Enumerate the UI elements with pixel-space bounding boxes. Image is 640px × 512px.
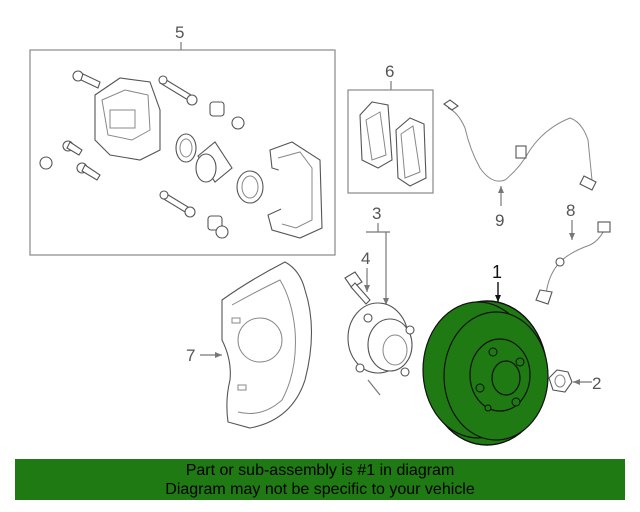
- caliper-assembly-group: 5: [29, 23, 336, 256]
- callout-7: 7: [186, 346, 195, 365]
- banner-line-1: Part or sub-assembly is #1 in diagram: [185, 462, 455, 479]
- banner-line-2: Diagram may not be specific to your vehi…: [165, 481, 475, 498]
- fitment-banner: Part or sub-assembly is #1 in diagram Di…: [15, 459, 625, 500]
- callout-4: 4: [361, 249, 370, 268]
- callout-9: 9: [495, 211, 504, 230]
- abs-sensor-group: 8: [535, 201, 611, 305]
- hub-nut-group: 2: [548, 369, 601, 393]
- callout-8: 8: [566, 201, 575, 220]
- parts-diagram: 5: [29, 23, 611, 446]
- dust-shield-group: 7: [186, 261, 313, 429]
- callout-2: 2: [592, 374, 601, 393]
- callout-3: 3: [372, 204, 381, 223]
- callout-5: 5: [175, 23, 184, 42]
- brake-hose-group: 9: [443, 99, 597, 230]
- brake-pads-group: 6: [347, 62, 434, 194]
- hub-bearing-group: 3 4: [344, 204, 415, 396]
- callout-6: 6: [385, 62, 394, 81]
- brake-rotor: 1: [422, 262, 549, 446]
- callout-1: 1: [492, 262, 502, 282]
